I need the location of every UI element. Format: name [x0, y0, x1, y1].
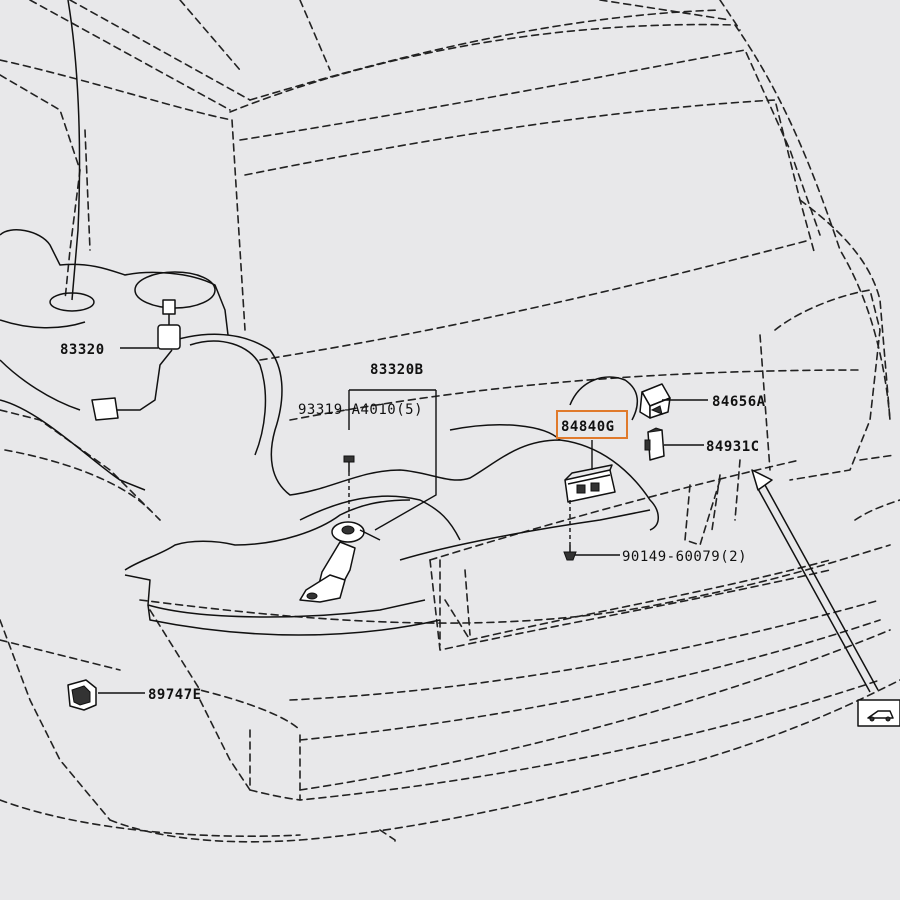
view-direction-arrow	[751, 469, 879, 693]
label-90149: 90149-60079(2)	[622, 549, 747, 565]
bolt-93319	[343, 455, 355, 520]
label-84931c: 84931C	[706, 439, 760, 455]
part-84656a	[639, 383, 671, 419]
part-83320b-float-arm	[299, 521, 381, 603]
part-84840g-switch	[564, 464, 616, 503]
label-93319: 93319-A4010(5)	[298, 402, 423, 418]
label-89747e: 89747E	[148, 687, 202, 703]
leader-lines	[98, 347, 708, 694]
part-89747e	[67, 679, 97, 711]
part-labels: 83320 83320B 93319-A4010(5) 84840G 84656…	[60, 342, 766, 703]
fuel-tank-assembly	[0, 229, 659, 636]
label-84840g: 84840G	[561, 419, 615, 435]
label-83320b: 83320B	[370, 362, 424, 378]
label-84656a: 84656A	[712, 394, 766, 410]
vehicle-rear-view-icon	[857, 699, 900, 727]
label-83320: 83320	[60, 342, 105, 358]
part-84931c	[644, 427, 665, 461]
vehicle-body-outline	[0, 0, 900, 846]
part-83320-fuel-sender	[67, 0, 181, 421]
highlight-box-84840g	[556, 410, 628, 439]
screw-90149	[563, 500, 577, 561]
